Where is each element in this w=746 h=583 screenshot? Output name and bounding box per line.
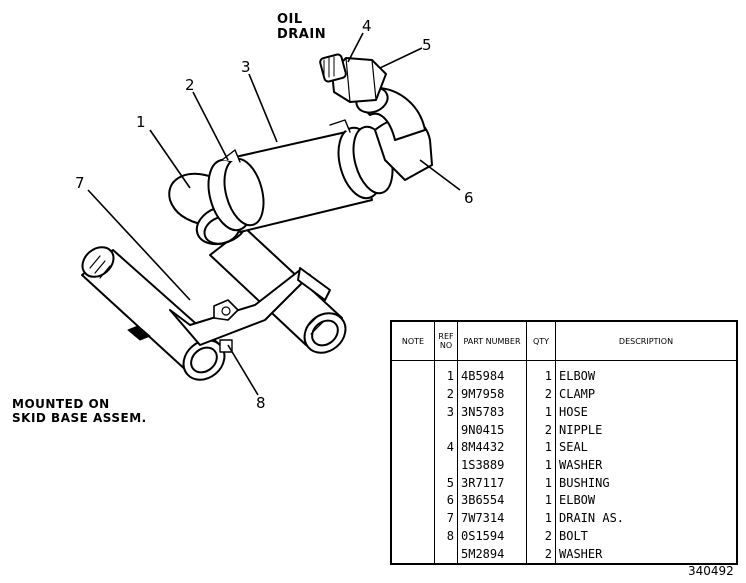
qty-cell: 1 — [526, 509, 556, 528]
callout-6: 6 — [464, 189, 474, 207]
mounted-line1: MOUNTED ON — [12, 397, 110, 411]
ref-cell — [434, 545, 458, 564]
callout-1: 1 — [136, 113, 146, 131]
callout-4: 4 — [362, 17, 372, 35]
callout-8: 8 — [256, 394, 266, 412]
header-qty: QTY — [526, 320, 556, 361]
callout-7: 7 — [75, 174, 85, 192]
description-cell: BUSHING — [555, 474, 738, 492]
oil-drain-line2: DRAIN — [277, 27, 327, 42]
oil-drain-line1: OIL — [277, 12, 303, 27]
description-cell: HOSE — [555, 403, 738, 422]
note-cell — [390, 368, 435, 386]
part-number-cell: 3B6554 — [457, 492, 527, 510]
parts-table: NOTE REF NO PART NUMBER QTY DESCRIPTION … — [390, 320, 738, 565]
ref-cell — [434, 421, 458, 439]
part-number-cell: 7W7314 — [457, 509, 527, 528]
right-nipple — [209, 227, 347, 354]
callout-5: 5 — [422, 36, 432, 54]
note-cell — [390, 403, 435, 422]
qty-cell: 2 — [526, 545, 556, 564]
qty-cell: 2 — [526, 385, 556, 404]
note-cell — [390, 421, 435, 439]
qty-cell: 2 — [526, 421, 556, 439]
qty-cell: 1 — [526, 368, 556, 386]
parts-table-header: NOTE REF NO PART NUMBER QTY DESCRIPTION — [390, 320, 738, 361]
part-number-cell: 9M7958 — [457, 385, 527, 404]
note-cell — [390, 527, 435, 546]
ref-cell: 8 — [434, 527, 458, 546]
callout-2: 2 — [185, 76, 195, 94]
oil-drain-label: OIL DRAIN — [277, 12, 326, 42]
ref-cell: 2 — [434, 385, 458, 404]
description-cell: CLAMP — [555, 385, 738, 404]
description-cell: ELBOW — [555, 368, 738, 386]
note-cell — [390, 492, 435, 510]
note-cell — [390, 438, 435, 457]
ref-cell: 7 — [434, 509, 458, 528]
qty-cell: 1 — [526, 403, 556, 422]
header-note: NOTE — [390, 320, 435, 361]
note-cell — [390, 474, 435, 492]
part-number-cell: 4B5984 — [457, 368, 527, 386]
header-desc: DESCRIPTION — [555, 320, 738, 361]
mounted-note: MOUNTED ON SKID BASE ASSEM. — [12, 397, 147, 425]
callout-3: 3 — [241, 58, 251, 76]
note-cell — [390, 545, 435, 564]
ref-cell — [434, 456, 458, 475]
part-number-cell: 3N5783 — [457, 403, 527, 422]
qty-cell: 1 — [526, 474, 556, 492]
left-nipple — [81, 246, 226, 381]
description-cell: SEAL — [555, 438, 738, 457]
document-number: 340492 — [688, 564, 734, 578]
description-cell: WASHER — [555, 456, 738, 475]
mounted-line2: SKID BASE ASSEM. — [12, 411, 147, 425]
ref-cell: 1 — [434, 368, 458, 386]
ref-cell: 4 — [434, 438, 458, 457]
part-number-cell: 1S3889 — [457, 456, 527, 475]
description-cell: NIPPLE — [555, 421, 738, 439]
part-number-cell: 3R7117 — [457, 474, 527, 492]
part-number-cell: 0S1594 — [457, 527, 527, 546]
description-cell: WASHER — [555, 545, 738, 564]
description-cell: BOLT — [555, 527, 738, 546]
note-cell — [390, 509, 435, 528]
header-part: PART NUMBER — [457, 320, 527, 361]
part-number-cell: 5M2894 — [457, 545, 527, 564]
bushing-hex — [319, 53, 387, 103]
ref-cell: 3 — [434, 403, 458, 422]
drain-bracket — [127, 267, 331, 353]
qty-cell: 2 — [526, 527, 556, 546]
table-spacer — [390, 360, 738, 369]
description-cell: DRAIN AS. — [555, 509, 738, 528]
part-number-cell: 8M4432 — [457, 438, 527, 457]
qty-cell: 1 — [526, 456, 556, 475]
ref-cell: 5 — [434, 474, 458, 492]
note-cell — [390, 456, 435, 475]
header-ref: REF NO — [434, 320, 458, 361]
description-cell: ELBOW — [555, 492, 738, 510]
qty-cell: 1 — [526, 438, 556, 457]
ref-cell: 6 — [434, 492, 458, 510]
qty-cell: 1 — [526, 492, 556, 510]
hose — [207, 119, 394, 233]
note-cell — [390, 385, 435, 404]
part-number-cell: 9N0415 — [457, 421, 527, 439]
